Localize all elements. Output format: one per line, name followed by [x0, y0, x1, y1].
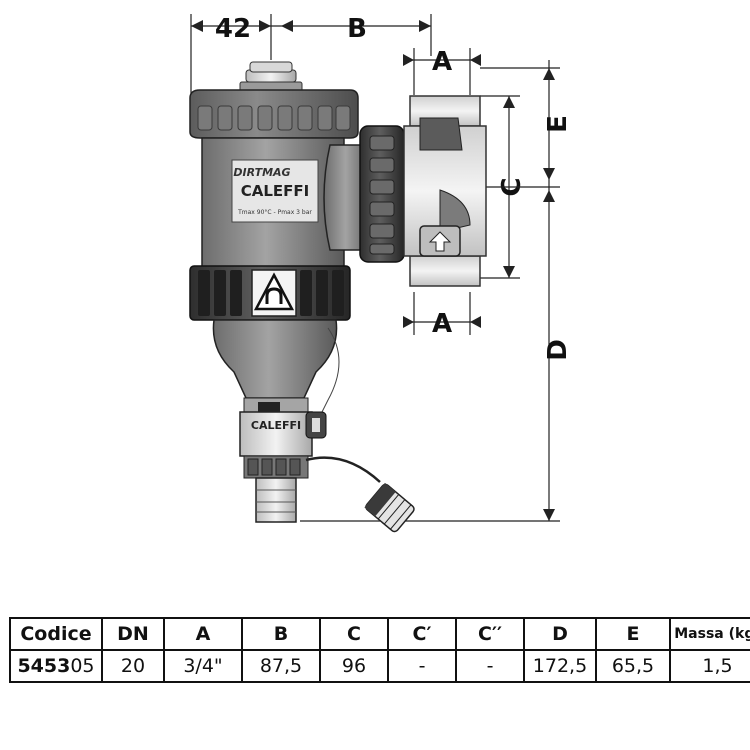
dimension-e-label: E — [543, 115, 573, 133]
table-header-row: Codice DN A B C C′ C′′ D E Massa (kg) — [9, 617, 750, 651]
flow-arrow-icon — [428, 231, 452, 252]
table-cell: 172,5 — [523, 649, 597, 683]
table-cell: 65,5 — [595, 649, 671, 683]
code-cell: 545305 — [9, 649, 103, 683]
table-cell: 96 — [319, 649, 389, 683]
header-cell: C — [319, 617, 389, 651]
header-cell: Massa (kg) — [669, 617, 750, 651]
dimension-a-bottom-label: A — [432, 309, 452, 339]
table-cell: 87,5 — [241, 649, 321, 683]
dimension-e: E — [480, 60, 573, 190]
dimension-a-top: A — [403, 47, 481, 95]
header-cell: Codice — [9, 617, 103, 651]
dimension-42-label: 42 — [215, 14, 251, 44]
drain-valve: CALEFFI — [239, 397, 327, 479]
dimension-d: D — [300, 186, 573, 522]
header-cell: DN — [101, 617, 165, 651]
union-connection — [323, 125, 405, 263]
header-cell: E — [595, 617, 671, 651]
header-cell: B — [241, 617, 321, 651]
header-cell: C′ — [387, 617, 457, 651]
hose-tail — [255, 477, 297, 523]
header-cell: D — [523, 617, 597, 651]
dimension-b-label: B — [347, 14, 367, 44]
rating-label: Tmax 90°C - Pmax 3 bar — [237, 209, 312, 216]
dimension-b: B — [271, 14, 432, 56]
code-suffix: 05 — [70, 655, 95, 677]
header-cell: A — [163, 617, 243, 651]
dimension-42: 42 — [190, 14, 272, 95]
code-prefix: 5453 — [17, 655, 71, 677]
specification-table: Codice DN A B C C′ C′′ D E Massa (kg) 54… — [9, 617, 750, 683]
valve-brand-label: CALEFFI — [251, 419, 301, 432]
table-cell: - — [387, 649, 457, 683]
product-name-label: DIRTMAG — [233, 166, 290, 179]
top-cap — [189, 89, 359, 139]
filter-body: DIRTMAG CALEFFI Tmax 90°C - Pmax 3 bar — [201, 137, 345, 269]
dimension-d-label: D — [543, 339, 573, 361]
table-cell: 1,5 — [669, 649, 750, 683]
air-vent-cap — [239, 61, 303, 93]
dimension-a-bottom: A — [403, 292, 481, 339]
magnet-warning-icon — [253, 272, 295, 311]
table-cell: 3/4" — [163, 649, 243, 683]
technical-drawing: 42 B A A E C — [189, 14, 573, 533]
brand-label: CALEFFI — [241, 182, 310, 200]
tethered-cap — [305, 456, 415, 533]
table-row: 545305 20 3/4" 87,5 96 - - 172,5 65,5 1,… — [9, 649, 750, 683]
table-cell: - — [455, 649, 525, 683]
brass-fitting — [403, 95, 487, 287]
magnet-ring — [189, 265, 351, 321]
header-cell: C′′ — [455, 617, 525, 651]
dimension-a-top-label: A — [432, 47, 452, 77]
table-cell: 20 — [101, 649, 165, 683]
